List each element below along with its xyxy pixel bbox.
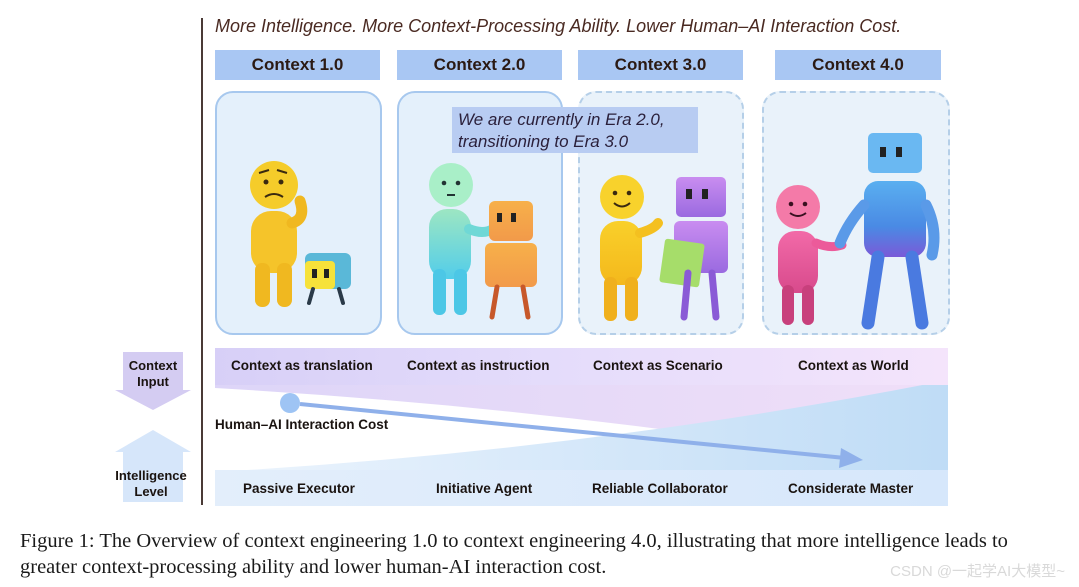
human-and-robot-collaborating-illustration — [600, 175, 728, 321]
context-input-label: Context Input — [108, 358, 198, 390]
interaction-cost-arrow — [280, 393, 863, 468]
watermark: CSDN @一起学AI大模型~ — [890, 563, 1065, 580]
context-input-3: Context as Scenario — [593, 358, 723, 373]
era-panel-4 — [762, 91, 950, 335]
current-era-note-line-2: transitioning to Era 3.0 — [458, 132, 629, 151]
context-input-band — [215, 348, 948, 385]
human-shaking-hands-with-robot-illustration — [776, 133, 940, 330]
intelligence-level-label-line-1: Intelligence — [115, 468, 187, 483]
current-era-note-line-1: We are currently in Era 2.0, — [458, 110, 665, 129]
intelligence-level-2: Initiative Agent — [436, 481, 533, 496]
intelligence-level-label-line-2: Level — [134, 484, 168, 499]
context-input-label-line-1: Context — [128, 358, 178, 373]
era-label-3: Context 3.0 — [578, 50, 743, 80]
current-era-note: We are currently in Era 2.0, transitioni… — [452, 107, 698, 153]
confused-human-and-small-robot-illustration — [250, 161, 351, 307]
diagram-tagline: More Intelligence. More Context-Processi… — [215, 16, 902, 36]
context-input-4: Context as World — [798, 358, 909, 373]
intelligence-level-4: Considerate Master — [788, 481, 914, 496]
timeline-axis-line — [201, 18, 203, 505]
interaction-cost-label: Human–AI Interaction Cost — [215, 417, 389, 432]
context-input-label-line-2: Input — [137, 374, 169, 389]
context-input-down-arrow — [115, 352, 191, 410]
era-label-4: Context 4.0 — [775, 50, 941, 80]
human-instructing-robot-illustration — [429, 163, 537, 320]
context-input-1: Context as translation — [231, 358, 373, 373]
figure-caption: Figure 1: The Overview of context engine… — [20, 530, 1008, 578]
era-panel-1 — [215, 91, 382, 335]
intelligence-level-up-arrow — [115, 430, 191, 502]
era-label-2: Context 2.0 — [397, 50, 562, 80]
intelligence-level-1: Passive Executor — [243, 481, 355, 496]
intelligence-level-label: Intelligence Level — [106, 468, 196, 500]
context-input-2: Context as instruction — [407, 358, 550, 373]
era-label-1: Context 1.0 — [215, 50, 380, 80]
intelligence-level-band — [215, 470, 948, 506]
intelligence-level-3: Reliable Collaborator — [592, 481, 728, 496]
